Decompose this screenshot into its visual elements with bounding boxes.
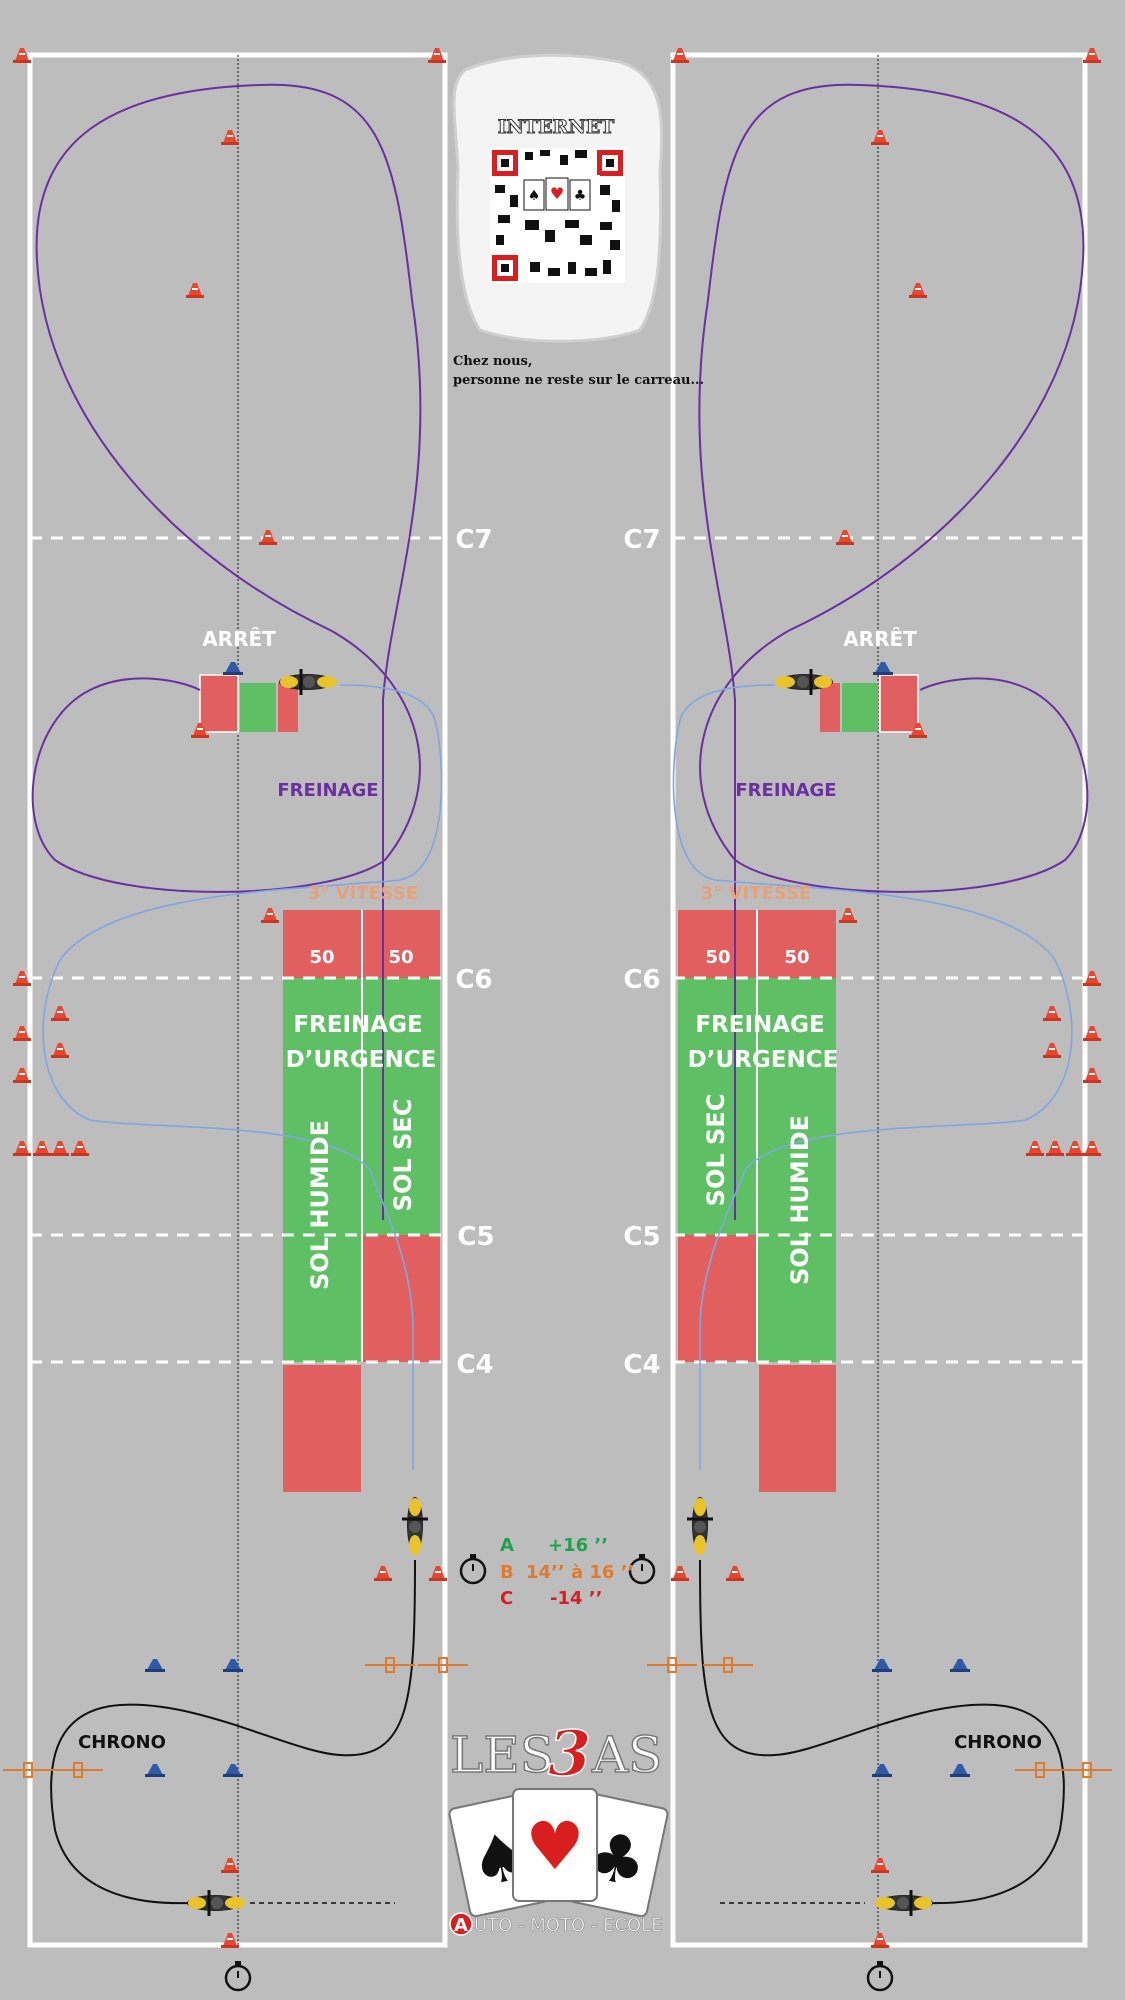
grade-c-time: -14 ’’ bbox=[550, 1588, 602, 1609]
grade-a-time: +16 ’’ bbox=[548, 1535, 608, 1556]
grade-c-letter: C bbox=[500, 1588, 513, 1609]
svg-text:♥: ♥ bbox=[550, 184, 564, 203]
checkpoint-lines bbox=[30, 536, 1085, 1364]
right-c7-label: C7 bbox=[623, 525, 660, 555]
left-zones bbox=[199, 674, 440, 1492]
left-blue-route bbox=[42, 684, 443, 1470]
left-c7-label: C7 bbox=[455, 525, 492, 555]
left-freinage-label: FREINAGE bbox=[277, 780, 378, 801]
left-speed-50-a: 50 bbox=[309, 947, 334, 968]
left-sol-sec-label: SOL SEC bbox=[389, 1099, 417, 1212]
svg-text:♣: ♣ bbox=[574, 188, 587, 204]
heart-card-icon: ♥ bbox=[525, 1808, 584, 1885]
right-urgence-line2: D’URGENCE bbox=[688, 1047, 839, 1073]
grade-a-letter: A bbox=[500, 1535, 514, 1556]
left-urgence-line2: D’URGENCE bbox=[286, 1047, 437, 1073]
left-chrono-label: CHRONO bbox=[78, 1732, 166, 1753]
right-black-route bbox=[699, 1559, 1065, 1905]
left-arret-label: ARRÊT bbox=[202, 627, 276, 651]
qr-caption-line2: personne ne reste sur le carreau... bbox=[453, 373, 704, 388]
right-c5-label: C5 bbox=[623, 1222, 660, 1252]
grade-b-letter: B bbox=[500, 1562, 514, 1583]
qr-code: ♠ ♥ ♣ bbox=[490, 148, 625, 283]
qr-card: ♠ ♥ ♣ INTERNET bbox=[452, 53, 664, 343]
right-c4-label: C4 bbox=[623, 1350, 660, 1380]
left-sol-humide-label: SOL HUMIDE bbox=[306, 1120, 334, 1290]
grade-b-time: 14’’ à 16 ’’ bbox=[526, 1562, 634, 1583]
svg-text:♠: ♠ bbox=[528, 188, 541, 204]
les-3-as-logo: LES 3 AS ♠ ♣ ♥ A UTO - MOTO - ECOLE bbox=[448, 1716, 669, 1936]
right-urgence-line1: FREINAGE bbox=[695, 1012, 824, 1038]
logo-number: 3 bbox=[548, 1717, 591, 1790]
qr-title: INTERNET bbox=[498, 116, 615, 138]
right-zone-labels: ARRÊT FREINAGE 3° VITESSE 50 50 FREINAGE… bbox=[688, 627, 1042, 1753]
left-c4-label: C4 bbox=[456, 1350, 493, 1380]
logo-text-right: AS bbox=[591, 1726, 662, 1784]
left-zone-labels: ARRÊT FREINAGE 3° VITESSE 50 50 FREINAGE… bbox=[78, 627, 436, 1753]
right-vitesse-label: 3° VITESSE bbox=[701, 883, 811, 904]
left-black-route bbox=[50, 1559, 416, 1905]
qr-caption-line1: Chez nous, bbox=[453, 354, 532, 369]
left-vitesse-label: 3° VITESSE bbox=[308, 883, 418, 904]
left-purple-route bbox=[31, 83, 422, 1220]
right-speed-50-b: 50 bbox=[784, 947, 809, 968]
left-c6-label: C6 bbox=[455, 965, 492, 995]
right-arret-label: ARRÊT bbox=[843, 627, 917, 651]
right-chrono-label: CHRONO bbox=[954, 1732, 1042, 1753]
right-freinage-label: FREINAGE bbox=[735, 780, 836, 801]
right-c6-label: C6 bbox=[623, 965, 660, 995]
tagline-initial: A bbox=[454, 1915, 468, 1936]
right-blue-route bbox=[672, 684, 1073, 1470]
grading-legend: A +16 ’’ B 14’’ à 16 ’’ C -14 ’’ bbox=[500, 1535, 634, 1609]
right-zones bbox=[678, 674, 919, 1492]
left-urgence-line1: FREINAGE bbox=[293, 1012, 422, 1038]
playing-cards: ♠ ♣ ♥ bbox=[448, 1788, 669, 1918]
left-speed-50-b: 50 bbox=[388, 947, 413, 968]
checkpoint-labels: C7 C7 C6 C6 C5 C5 C4 C4 bbox=[455, 525, 660, 1380]
logo-text-left: LES bbox=[450, 1726, 554, 1784]
right-purple-route bbox=[698, 83, 1089, 1220]
right-sol-sec-label: SOL SEC bbox=[702, 1094, 730, 1207]
right-speed-50-a: 50 bbox=[705, 947, 730, 968]
tagline-text: UTO - MOTO - ECOLE bbox=[474, 1915, 663, 1936]
left-c5-label: C5 bbox=[457, 1222, 494, 1252]
right-sol-humide-label: SOL HUMIDE bbox=[786, 1115, 814, 1285]
blue-cones bbox=[145, 662, 970, 1777]
